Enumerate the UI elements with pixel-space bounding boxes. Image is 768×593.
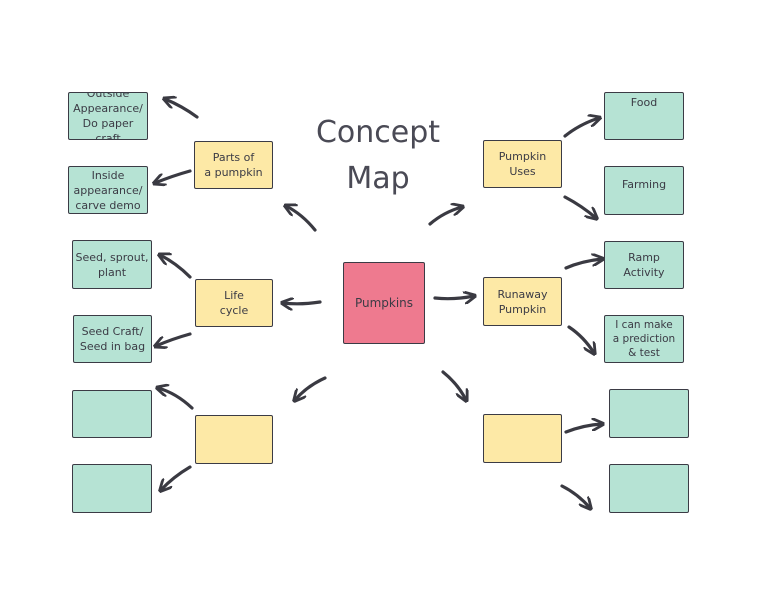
leaf-seed-craft: Seed Craft/ Seed in bag xyxy=(73,315,152,363)
arrow-blank-left-to-leaf-2 xyxy=(161,465,192,490)
arrow-parts-to-leaf-1 xyxy=(165,99,199,119)
leaf-blank-right-1 xyxy=(609,389,689,438)
leaf-outside-appearance: Outside Appearance/ Do paper craft xyxy=(68,92,148,140)
branch-parts-of-a-pumpkin: Parts of a pumpkin xyxy=(194,141,273,189)
branch-pumpkin-uses: Pumpkin Uses xyxy=(483,140,562,188)
leaf-blank-left-2 xyxy=(72,464,152,513)
arrow-center-to-lifecycle xyxy=(283,302,322,304)
center-node: Pumpkins xyxy=(343,262,425,344)
arrow-center-to-parts xyxy=(286,206,317,232)
arrow-center-to-uses xyxy=(428,207,462,226)
leaf-inside-appearance: Inside appearance/ carve demo xyxy=(68,166,148,214)
arrow-parts-to-leaf-2 xyxy=(155,169,192,183)
leaf-seed-sprout-plant: Seed, sprout, plant xyxy=(72,240,152,289)
branch-life-cycle: Life cycle xyxy=(195,279,273,327)
branch-blank-left xyxy=(195,415,273,464)
leaf-food: Food xyxy=(604,92,684,140)
arrow-uses-to-leaf-2 xyxy=(563,195,596,218)
leaf-prediction-test: I can make a prediction & test xyxy=(604,315,684,363)
arrow-blank-left-to-leaf-1 xyxy=(158,388,194,410)
arrow-lifecycle-to-leaf-2 xyxy=(156,332,192,346)
arrow-blank-right-to-leaf-2 xyxy=(560,484,590,508)
branch-blank-right xyxy=(483,414,562,463)
diagram-title: Concept Map xyxy=(315,115,441,196)
arrow-center-to-runaway xyxy=(433,296,474,299)
arrow-blank-right-to-leaf-1 xyxy=(564,424,602,434)
arrow-center-to-blank-left xyxy=(295,376,327,400)
leaf-blank-left-1 xyxy=(72,390,152,438)
arrow-center-to-blank-right xyxy=(441,370,466,400)
leaf-ramp-activity: Ramp Activity xyxy=(604,241,684,289)
leaf-farming: Farming xyxy=(604,166,684,215)
branch-runaway-pumpkin: Runaway Pumpkin xyxy=(483,277,562,326)
arrow-lifecycle-to-leaf-1 xyxy=(160,255,192,279)
arrow-uses-to-leaf-1 xyxy=(563,118,599,138)
leaf-blank-right-2 xyxy=(609,464,689,513)
arrow-runaway-to-leaf-1 xyxy=(564,259,602,270)
arrow-runaway-to-leaf-2 xyxy=(567,325,594,353)
